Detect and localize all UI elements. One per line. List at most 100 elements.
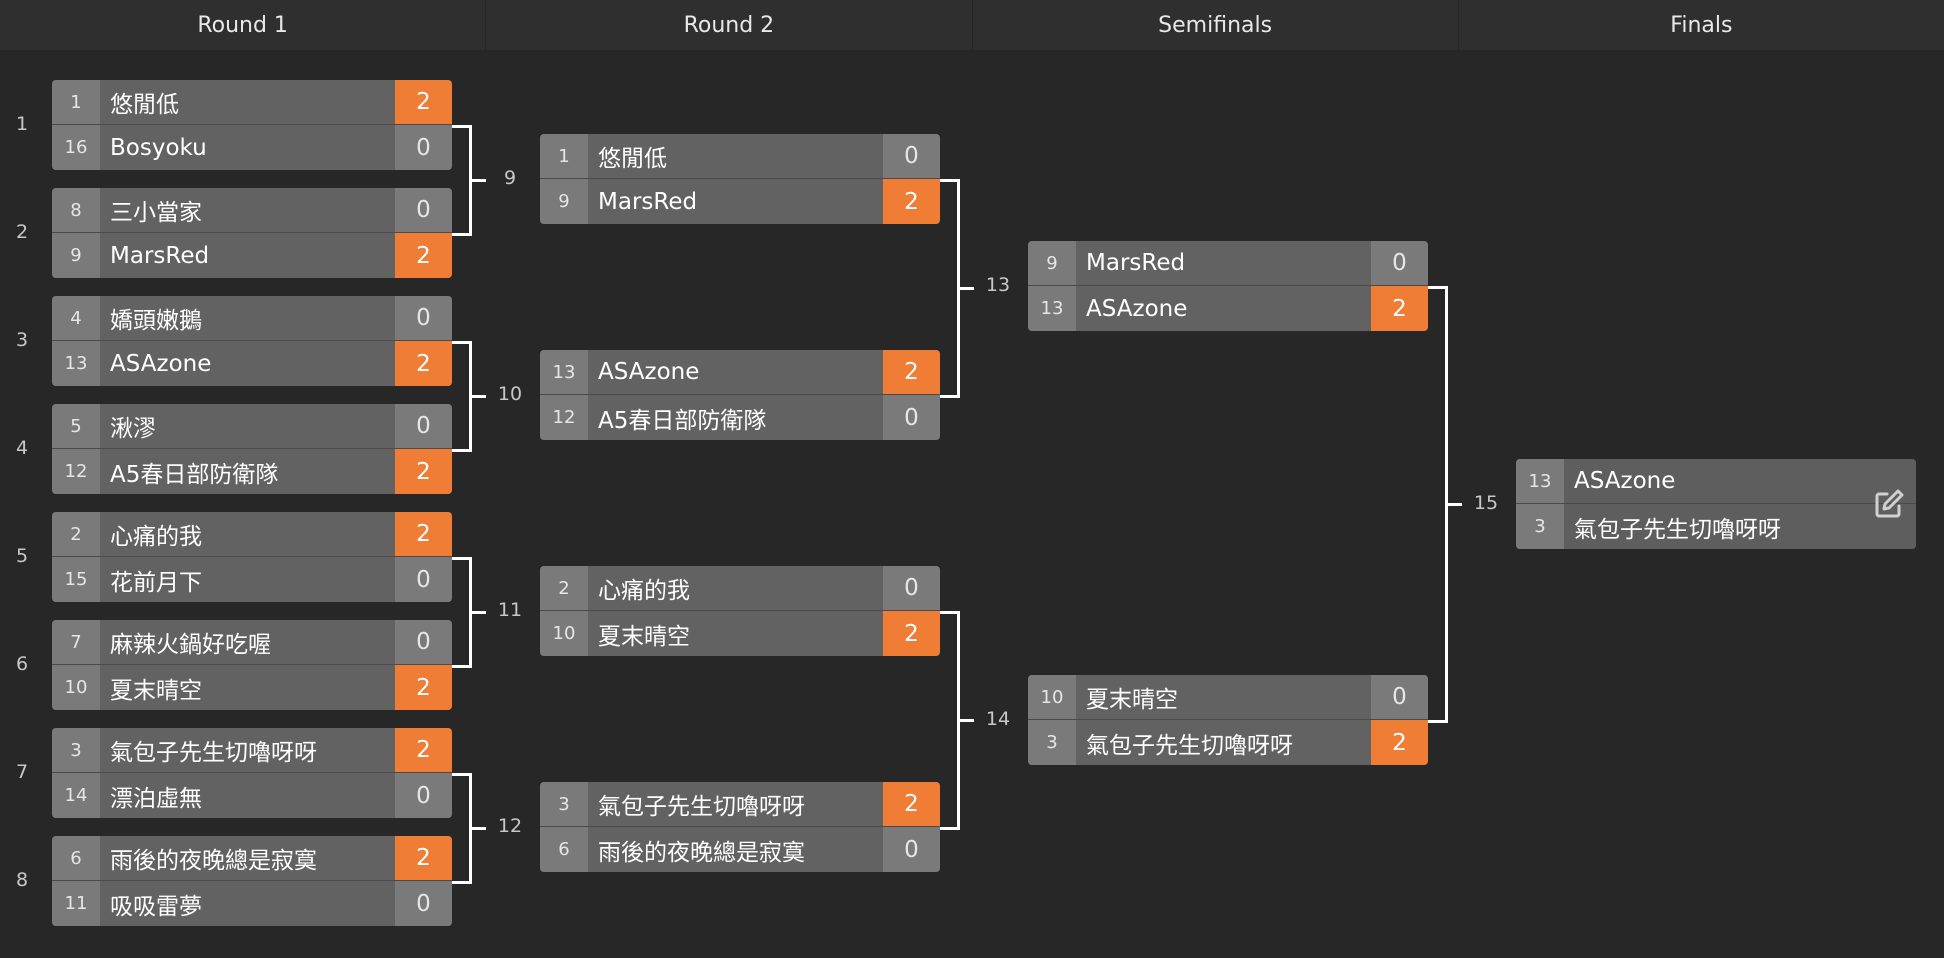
participant-name: 氣包子先生切嚕呀呀 bbox=[1076, 720, 1371, 765]
participant-name: ASAzone bbox=[1076, 286, 1371, 331]
seed-number: 10 bbox=[540, 611, 588, 656]
seed-number: 13 bbox=[52, 341, 100, 386]
round-header-round-2: Round 2 bbox=[486, 0, 973, 50]
seed-number: 15 bbox=[52, 557, 100, 602]
seed-number: 3 bbox=[52, 728, 100, 772]
rounds-header: Round 1 Round 2 Semifinals Finals bbox=[0, 0, 1944, 50]
seed-number: 1 bbox=[52, 80, 100, 124]
winning-score: 2 bbox=[883, 782, 940, 826]
score: 0 bbox=[395, 620, 452, 664]
winning-score: 2 bbox=[1371, 286, 1428, 331]
edit-icon[interactable] bbox=[1870, 485, 1908, 523]
participant-name: 三小當家 bbox=[100, 188, 395, 232]
score: 0 bbox=[395, 296, 452, 340]
bracket-connector bbox=[452, 773, 472, 884]
final-match[interactable]: 13 ASAzone 3 氣包子先生切嚕呀呀 bbox=[1516, 459, 1916, 549]
participant-name: 心痛的我 bbox=[588, 566, 883, 610]
participant-name: 悠閒低 bbox=[100, 80, 395, 124]
bracket-connector bbox=[452, 125, 472, 236]
seed-number: 10 bbox=[52, 665, 100, 710]
seed-number: 9 bbox=[52, 233, 100, 278]
winning-score: 2 bbox=[1371, 720, 1428, 765]
seed-number: 5 bbox=[52, 404, 100, 448]
seed-number: 12 bbox=[540, 395, 588, 440]
participant-name: MarsRed bbox=[100, 233, 395, 278]
seed-number: 1 bbox=[540, 134, 588, 178]
seed-number: 3 bbox=[1516, 504, 1564, 549]
bracket-connector-tick bbox=[960, 287, 974, 290]
winning-score: 2 bbox=[395, 836, 452, 880]
participant-name: ASAzone bbox=[1564, 459, 1916, 503]
final-participant-top[interactable]: 13 ASAzone bbox=[1516, 459, 1916, 504]
seed-number: 6 bbox=[52, 836, 100, 880]
match-number: 8 bbox=[15, 869, 29, 891]
seed-number: 11 bbox=[52, 881, 100, 926]
round-header-finals: Finals bbox=[1670, 12, 1733, 38]
participant-name: 雨後的夜晚總是寂寞 bbox=[100, 836, 395, 880]
participant-name: ASAzone bbox=[588, 350, 883, 394]
score: 0 bbox=[395, 404, 452, 448]
match-number: 9 bbox=[503, 167, 517, 189]
participant-name: 雨後的夜晚總是寂寞 bbox=[588, 827, 883, 872]
round-header-round-1: Round 1 bbox=[0, 0, 487, 50]
final-participant-bottom[interactable]: 3 氣包子先生切嚕呀呀 bbox=[1516, 504, 1916, 549]
winning-score: 2 bbox=[395, 341, 452, 386]
bracket-connector-tick bbox=[472, 395, 486, 398]
winning-score: 2 bbox=[883, 611, 940, 656]
bracket-connector bbox=[452, 341, 472, 452]
bracket-connector bbox=[940, 611, 960, 830]
bracket-connector bbox=[1428, 286, 1448, 723]
participant-name: 氣包子先生切嚕呀呀 bbox=[588, 782, 883, 826]
winning-score: 2 bbox=[883, 350, 940, 394]
score: 0 bbox=[395, 881, 452, 926]
participant-name: 麻辣火鍋好吃喔 bbox=[100, 620, 395, 664]
round-header-semifinals: Semifinals bbox=[973, 0, 1459, 50]
seed-number: 2 bbox=[52, 512, 100, 556]
seed-number: 14 bbox=[52, 773, 100, 818]
participant-name: 夏末晴空 bbox=[100, 665, 395, 710]
seed-number: 6 bbox=[540, 827, 588, 872]
